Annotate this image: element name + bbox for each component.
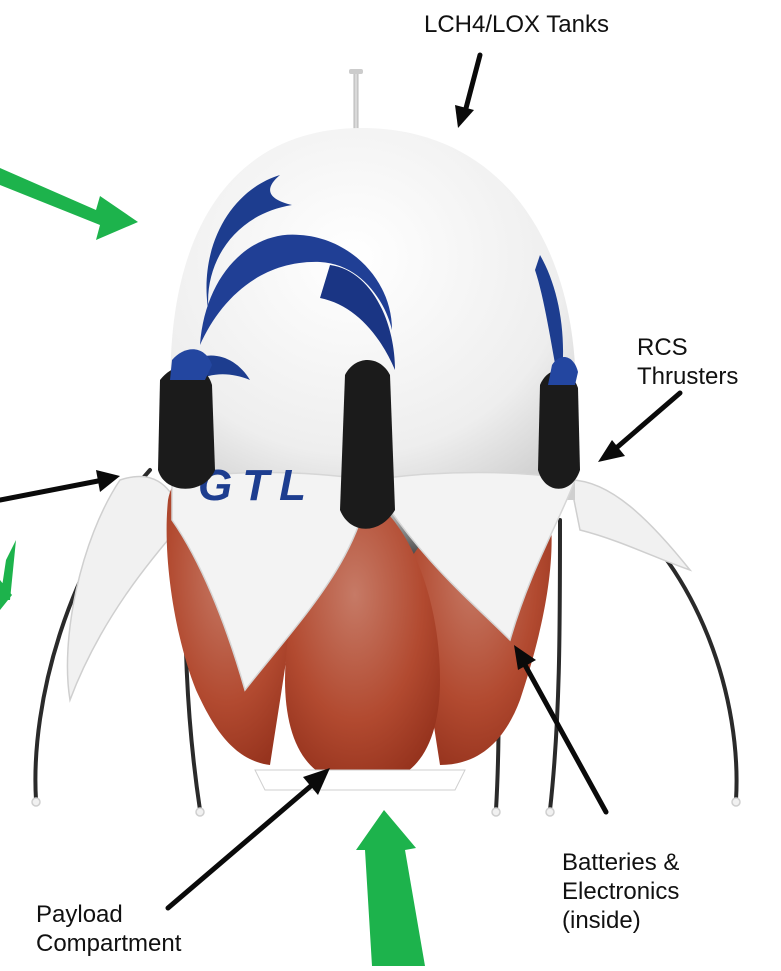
label-payload-line-2: Compartment — [36, 929, 181, 958]
label-rcs-thrusters: RCS Thrusters — [637, 333, 738, 391]
rcs-pod-center — [340, 360, 395, 529]
leg-mid-right — [550, 520, 560, 810]
label-batteries-line-3: (inside) — [562, 906, 679, 935]
arrow-to-leg — [0, 481, 98, 500]
label-payload-line-1: Payload — [36, 900, 181, 929]
green-arrow-bottom — [356, 810, 425, 966]
green-arrow-lower-left — [0, 540, 16, 610]
gtl-logo: GTL — [198, 461, 316, 510]
label-batteries-electronics: Batteries & Electronics (inside) — [562, 848, 679, 935]
arrow-to-tanks — [465, 55, 480, 112]
rcs-pod-right — [538, 370, 580, 488]
arrow-to-rcs — [614, 393, 680, 450]
arrow-to-payload — [168, 785, 312, 908]
green-arrow-upper-left — [0, 168, 138, 240]
arrow-to-batteries — [525, 665, 606, 812]
label-batteries-line-2: Electronics — [562, 877, 679, 906]
antenna — [349, 69, 363, 134]
label-rcs-line-2: Thrusters — [637, 362, 738, 391]
label-lch4-lox-tanks: LCH4/LOX Tanks — [424, 10, 609, 39]
label-tanks-text: LCH4/LOX Tanks — [424, 10, 609, 39]
label-batteries-line-1: Batteries & — [562, 848, 679, 877]
label-rcs-line-1: RCS — [637, 333, 738, 362]
payload-base — [255, 770, 465, 790]
label-payload-compartment: Payload Compartment — [36, 900, 181, 958]
rcs-pod-left — [158, 366, 215, 489]
